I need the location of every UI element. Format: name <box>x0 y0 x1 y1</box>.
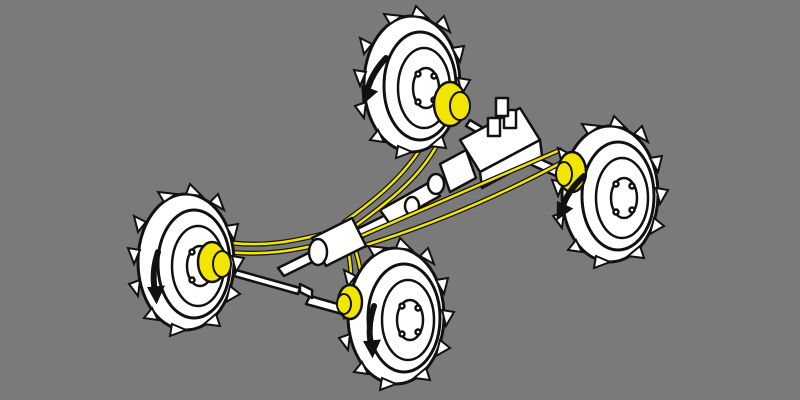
wheel-motors <box>196 80 588 321</box>
hydraulic-motor-icon <box>432 80 471 128</box>
hydraulic-pump-body <box>438 148 478 194</box>
distributor-end-cap <box>307 237 329 267</box>
hose-rear-right-return <box>354 156 572 250</box>
hose-rear-right-supply <box>350 148 562 242</box>
cylinder-3 <box>494 96 510 118</box>
hydraulic-distributor <box>307 216 368 268</box>
hydraulic-motor-icon <box>336 283 364 321</box>
pump-coupling <box>426 172 446 196</box>
shaft-end-cap <box>298 282 314 300</box>
cylinder-1 <box>486 116 502 138</box>
hydraulic-motor-icon <box>196 240 232 284</box>
engine-block <box>403 96 544 217</box>
